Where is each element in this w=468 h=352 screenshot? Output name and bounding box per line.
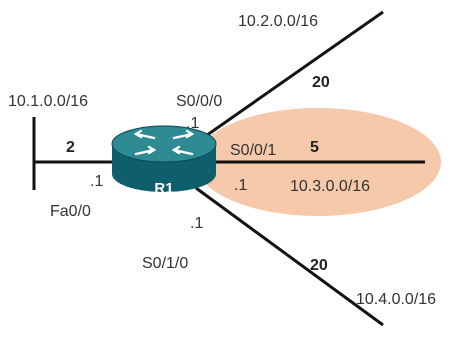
- host-s000: .1: [186, 115, 199, 132]
- host-s001: .1: [234, 177, 247, 194]
- cost-s010: 20: [310, 257, 328, 274]
- router-name: R1: [154, 180, 173, 197]
- link-s010: [195, 186, 384, 327]
- host-fa00: .1: [90, 173, 103, 190]
- interface-s010: S0/1/0: [142, 255, 188, 272]
- network-label-10-4: 10.4.0.0/16: [356, 291, 436, 308]
- cost-fa00: 2: [66, 139, 75, 156]
- cost-s000: 20: [312, 74, 330, 91]
- host-s010: .1: [190, 215, 203, 232]
- cost-s001: 5: [310, 139, 319, 156]
- interface-s001: S0/0/1: [230, 142, 276, 159]
- network-label-10-1: 10.1.0.0/16: [8, 93, 88, 110]
- network-label-10-2: 10.2.0.0/16: [238, 13, 318, 30]
- router-arrows-icon: [133, 129, 195, 156]
- network-label-10-3: 10.3.0.0/16: [290, 178, 370, 195]
- link-s000: [199, 10, 384, 142]
- router-icon[interactable]: R1: [111, 125, 217, 197]
- interface-s000: S0/0/0: [176, 93, 222, 110]
- interface-fa00: Fa0/0: [50, 203, 91, 220]
